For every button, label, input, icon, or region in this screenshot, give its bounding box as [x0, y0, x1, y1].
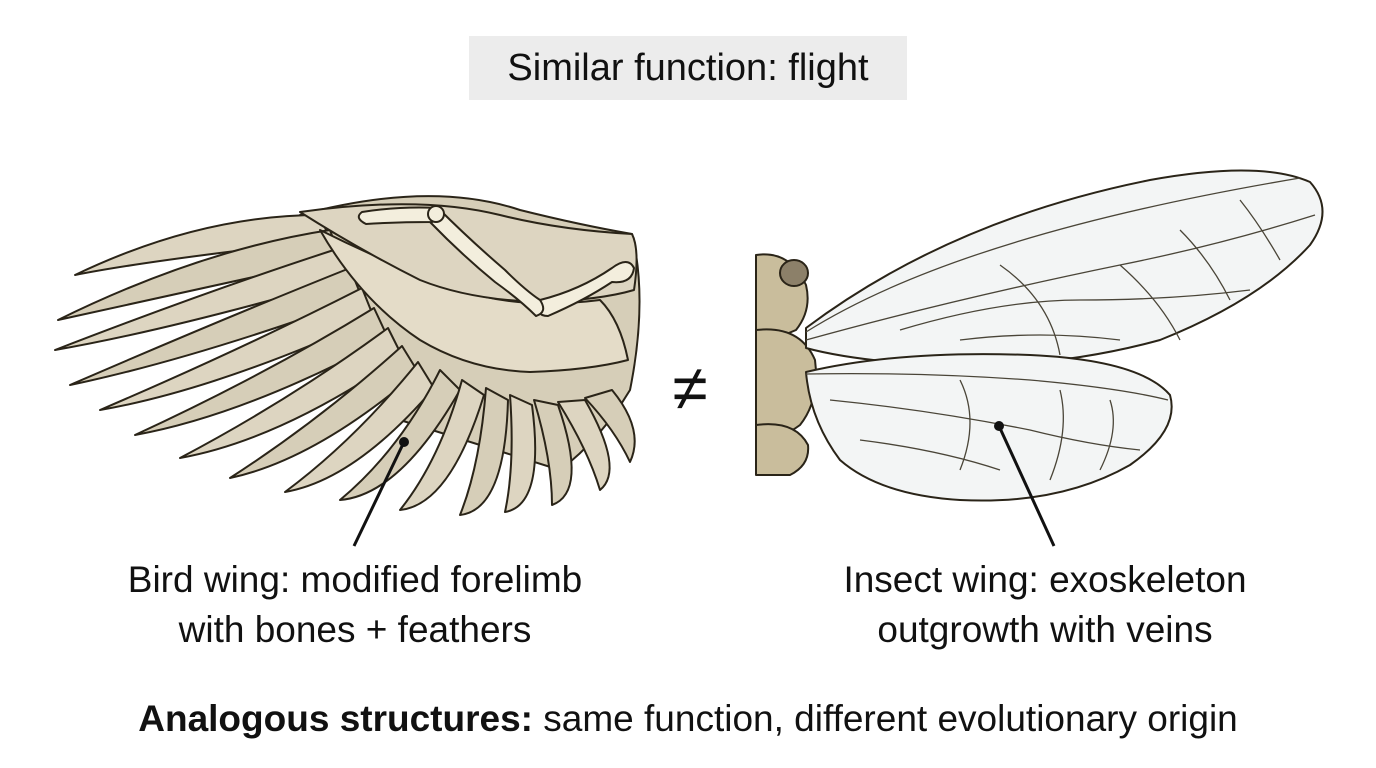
bird-pointer-dot	[399, 437, 409, 447]
bird-primary-feather	[54, 247, 351, 351]
bird-secondary-feather	[584, 389, 636, 463]
insect-wing-veins	[805, 177, 1316, 481]
insect-eye	[779, 259, 809, 287]
bird-caption-line2: with bones + feathers	[178, 609, 532, 650]
bird-wrist-joint	[427, 205, 445, 223]
bird-secondary-feather	[557, 399, 611, 491]
insect-caption: Insect wing: exoskeleton outgrowth with …	[745, 555, 1345, 655]
bird-secondary-feather	[339, 369, 461, 501]
bird-caption: Bird wing: modified forelimb with bones …	[55, 555, 655, 655]
bird-primary-feather	[284, 361, 435, 493]
insect-wing-illustration	[755, 169, 1324, 502]
bird-secondary-feather	[533, 399, 573, 506]
insect-pointer-line	[997, 425, 1056, 547]
bird-primary-feather	[134, 307, 389, 436]
conclusion-definition: same function, different evolutionary or…	[532, 698, 1238, 739]
insect-forewing	[805, 169, 1324, 367]
bird-primary-feather	[99, 287, 375, 411]
bird-humerus-bone	[537, 261, 635, 317]
conclusion-term: Analogous structures:	[138, 698, 533, 739]
insect-pointer-dot	[994, 421, 1004, 431]
bird-pointer-line	[352, 441, 406, 547]
insect-caption-line2: outgrowth with veins	[877, 609, 1213, 650]
insect-abdomen	[755, 423, 810, 476]
title-text: Similar function: flight	[507, 46, 869, 89]
not-equal-symbol: ≠	[672, 352, 708, 424]
title-banner: Similar function: flight	[469, 36, 907, 100]
conclusion-statement: Analogous structures: same function, dif…	[0, 694, 1376, 744]
bird-primary-feather	[179, 327, 403, 459]
bird-wing-illustration	[54, 195, 641, 516]
bird-secondary-feather	[399, 379, 485, 511]
bird-secondary-feather	[504, 394, 537, 513]
insect-caption-line1: Insect wing: exoskeleton	[843, 559, 1247, 600]
bird-primary-feather	[69, 267, 363, 386]
bird-secondary-feather	[459, 387, 509, 516]
bird-caption-line1: Bird wing: modified forelimb	[127, 559, 583, 600]
bird-primary-feather	[229, 345, 419, 479]
insect-hindwing	[805, 353, 1173, 502]
